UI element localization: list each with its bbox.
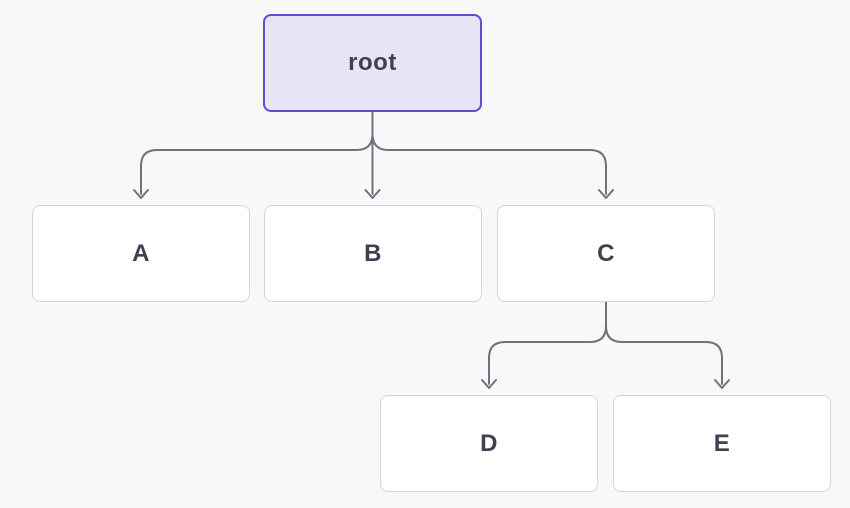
node-label: C [597,239,615,267]
edge-root-b [364,111,381,199]
tree-node-d[interactable]: D [380,395,598,492]
node-label: B [364,239,382,267]
node-label: D [480,429,498,457]
edge-c-e [605,301,730,389]
tree-node-root[interactable]: root [263,14,482,112]
tree-node-a[interactable]: A [32,205,250,302]
tree-node-e[interactable]: E [613,395,831,492]
node-label: E [713,429,731,457]
node-label: A [132,239,150,267]
edge-root-a [133,111,374,199]
tree-node-b[interactable]: B [264,205,482,302]
tree-node-c[interactable]: C [497,205,715,302]
edge-root-c [371,111,614,199]
edge-c-d [481,301,607,389]
node-label: root [348,49,397,76]
